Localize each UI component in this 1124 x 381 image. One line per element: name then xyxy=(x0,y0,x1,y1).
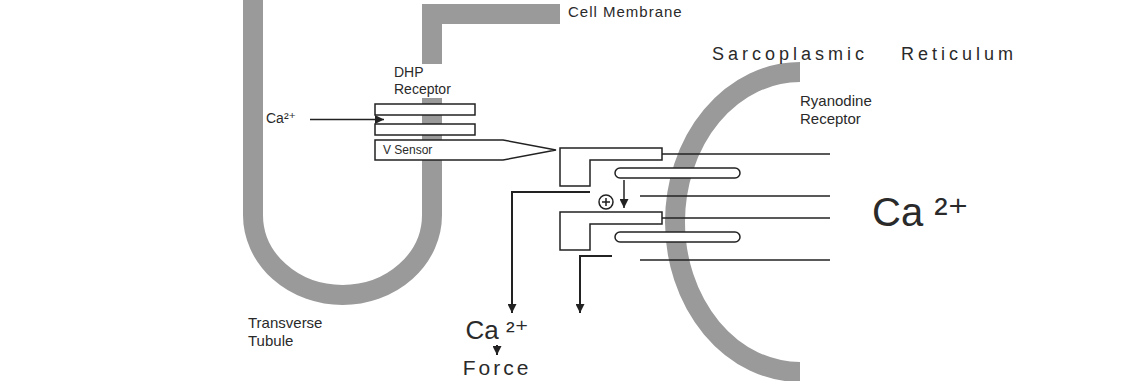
ryr-upper xyxy=(560,148,662,186)
structure-label: Transverse Tubule xyxy=(248,314,334,350)
activation-symbol xyxy=(599,195,613,209)
ion-label: Ca ²⁺ xyxy=(466,317,529,343)
release-arrow xyxy=(580,256,612,313)
membrane-label: Cell Membrane xyxy=(568,3,683,21)
ryr-wall xyxy=(640,259,830,261)
calcium-influx-arrow xyxy=(310,119,384,121)
dhp-receptor-upper xyxy=(375,104,475,115)
ion-label: Ca²⁺ xyxy=(266,110,296,127)
t-tubule-membrane xyxy=(253,0,560,295)
sr-membrane xyxy=(675,72,800,372)
force-arrow xyxy=(496,345,498,355)
node-text: V Sensor xyxy=(375,140,558,160)
ion-label: Ca ²⁺ xyxy=(872,188,969,236)
organelle-label: Sarcoplasmic Reticulum xyxy=(712,44,1017,66)
plus-sign xyxy=(602,198,610,206)
cicr-arrow xyxy=(623,180,625,208)
output-label: Force xyxy=(463,357,532,378)
receptor-label: DHP Receptor xyxy=(392,64,470,98)
release-arrow xyxy=(512,192,590,313)
ryr-wall xyxy=(662,217,830,219)
receptor-label: Ryanodine Receptor xyxy=(800,92,886,128)
ryr-channel xyxy=(615,168,740,178)
ryr-channel xyxy=(615,232,740,242)
ryr-lower xyxy=(560,212,662,250)
ryr-wall xyxy=(640,195,830,197)
ryr-wall xyxy=(662,153,830,155)
voltage-sensor-box: V Sensor xyxy=(375,140,558,160)
dhp-receptor-lower xyxy=(375,124,475,135)
